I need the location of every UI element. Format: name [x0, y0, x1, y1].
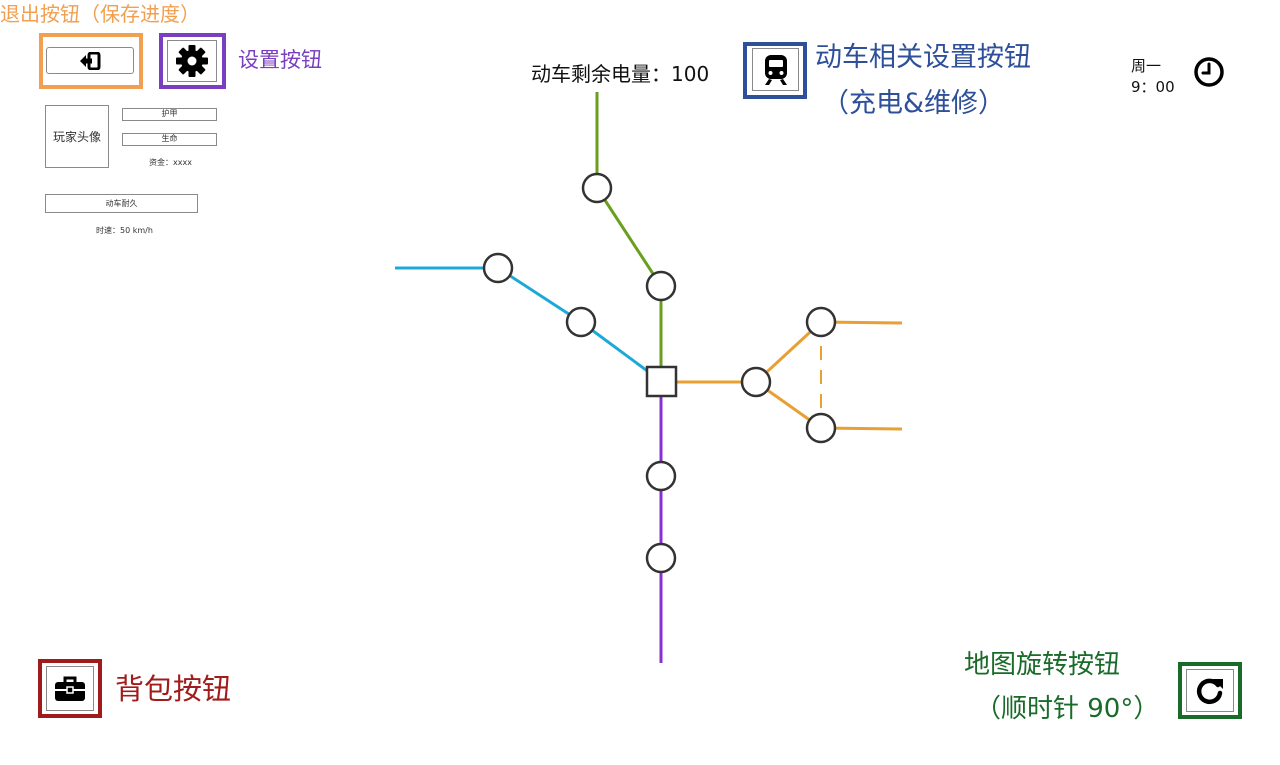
- avatar-label: 玩家头像: [52, 130, 101, 144]
- exit-button[interactable]: [46, 47, 134, 74]
- green-line-segment: [595, 187, 663, 287]
- battery-label: 动车剩余电量：100: [531, 62, 710, 86]
- durability-label: 动车耐久: [105, 199, 138, 208]
- exit-annotation: 退出按钮（保存进度）: [0, 2, 200, 26]
- day-label: 周一: [1131, 57, 1162, 75]
- exit-button-frame: [39, 33, 143, 89]
- blue-line-segment: [497, 266, 582, 324]
- rotate-button-frame: [1178, 662, 1242, 719]
- rotate-annotation: 地图旋转按钮: [964, 650, 1121, 680]
- backpack-button-frame: [38, 659, 102, 718]
- clock-icon[interactable]: [1193, 56, 1225, 88]
- station-node[interactable]: [565, 306, 597, 338]
- exit-icon: [80, 51, 101, 70]
- avatar[interactable]: 玩家头像: [45, 105, 109, 168]
- station-node[interactable]: [805, 412, 837, 444]
- current-station-node[interactable]: [645, 365, 678, 398]
- armor-label: 护甲: [161, 109, 178, 118]
- station-node[interactable]: [581, 172, 613, 204]
- station-node[interactable]: [645, 460, 677, 492]
- settings-button[interactable]: [167, 40, 217, 82]
- money-label: 资金：xxxx: [149, 158, 192, 167]
- rotate-annotation-sub: （顺时针 90°）: [975, 694, 1160, 724]
- time-label: 9：00: [1131, 78, 1175, 96]
- rotate-map-button[interactable]: [1186, 669, 1234, 712]
- rotate-clockwise-icon: [1196, 678, 1223, 704]
- speed-label: 时速：50 km/h: [96, 226, 153, 235]
- train-icon: [764, 54, 787, 85]
- backpack-button[interactable]: [46, 666, 94, 711]
- settings-annotation: 设置按钮: [238, 48, 322, 72]
- train-annotation-sub: （充电&维修）: [822, 88, 1006, 119]
- station-node[interactable]: [645, 270, 677, 302]
- gear-icon: [176, 45, 208, 77]
- station-node[interactable]: [482, 252, 514, 284]
- health-label: 生命: [161, 134, 178, 143]
- station-node[interactable]: [645, 542, 677, 574]
- station-node[interactable]: [740, 366, 772, 398]
- briefcase-icon: [55, 676, 85, 701]
- station-node[interactable]: [805, 306, 837, 338]
- train-annotation: 动车相关设置按钮: [815, 42, 1031, 73]
- durability-bar: 动车耐久: [45, 194, 198, 213]
- armor-bar: 护甲: [122, 108, 217, 121]
- train-settings-button[interactable]: [752, 48, 799, 91]
- settings-button-frame: [159, 33, 226, 89]
- train-button-frame: [743, 42, 807, 99]
- health-bar: 生命: [122, 133, 217, 146]
- backpack-annotation: 背包按钮: [115, 672, 232, 706]
